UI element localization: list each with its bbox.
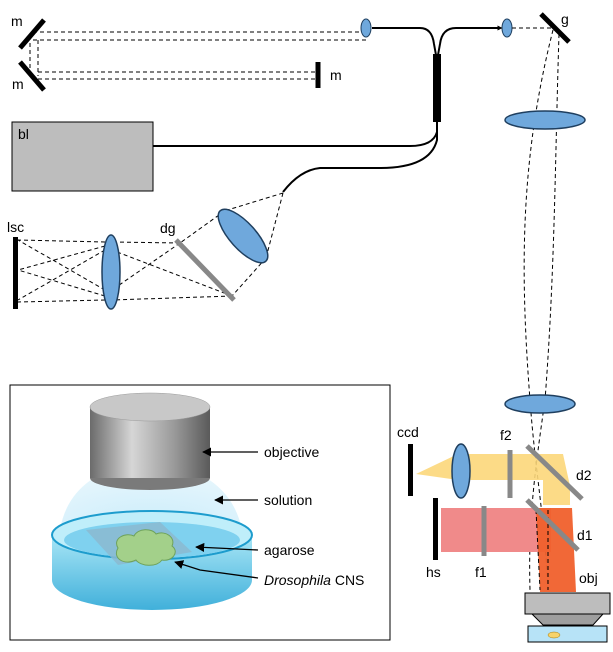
galvo-mirror	[539, 12, 571, 44]
ccd-lens	[451, 443, 471, 499]
sample-dish-small	[527, 625, 608, 643]
yellow-beam	[416, 454, 570, 505]
objective-tip	[530, 613, 605, 626]
label-objective-short: obj	[579, 570, 598, 586]
inset-label-sample: Drosophila CNS	[264, 572, 364, 588]
label-broadband-laser: bl	[18, 126, 29, 142]
ccd-camera	[408, 444, 413, 496]
inset-label-agarose: agarose	[264, 542, 315, 558]
scan-lens	[504, 110, 586, 130]
label-mirror-bottom-left: m	[12, 76, 24, 92]
label-mirror-top-left: m	[11, 13, 23, 29]
tube-lens	[504, 394, 576, 414]
inset-label-sample-rest: CNS	[331, 572, 364, 588]
objective-cylinder-top	[89, 392, 211, 422]
reference-collimator-lens	[360, 18, 372, 38]
sample-spot	[547, 631, 561, 639]
spectrometer: lsc dg	[7, 192, 284, 310]
diffraction-grating	[174, 238, 236, 302]
label-halogen-source: hs	[426, 564, 441, 580]
halogen-source	[433, 498, 438, 560]
sample-arm: g ccd f2 d2 d1 hs f1 obj	[397, 11, 611, 643]
spectrometer-collimating-lens	[217, 208, 269, 264]
label-filter-1: f1	[475, 564, 487, 580]
line-scan-camera	[13, 237, 18, 309]
spectrometer-focusing-lens	[101, 234, 121, 310]
label-dichroic-1: d1	[577, 527, 593, 543]
reference-arm: m m m	[11, 13, 372, 92]
objective-body	[524, 592, 611, 615]
orange-beam	[536, 508, 576, 592]
dichroic-d1	[525, 498, 580, 552]
fiber-system	[153, 27, 500, 193]
red-beam	[441, 508, 551, 552]
inset-label-sample-italic: Drosophila	[264, 572, 331, 588]
broadband-laser-box	[11, 121, 154, 192]
label-mirror-right: m	[330, 67, 342, 83]
label-line-scan-camera: lsc	[7, 219, 24, 235]
label-galvo: g	[561, 11, 569, 27]
sample-collimator-lens	[501, 18, 513, 38]
arrow-agarose	[195, 542, 259, 552]
arrow-cns	[174, 560, 259, 579]
inset-label-objective: objective	[264, 444, 319, 460]
label-filter-2: f2	[500, 427, 512, 443]
inset-label-solution: solution	[264, 492, 312, 508]
label-diffraction-grating: dg	[160, 220, 176, 236]
mirror-top-left	[18, 18, 46, 50]
label-ccd: ccd	[397, 424, 419, 440]
dichroic-d2	[525, 444, 584, 501]
fiber-coupler	[433, 54, 441, 122]
inset-panel: objective solution agarose Drosophila CN…	[9, 384, 391, 641]
label-dichroic-2: d2	[576, 467, 592, 483]
mirror-bottom-left	[18, 60, 46, 92]
cns-blob	[116, 529, 176, 566]
